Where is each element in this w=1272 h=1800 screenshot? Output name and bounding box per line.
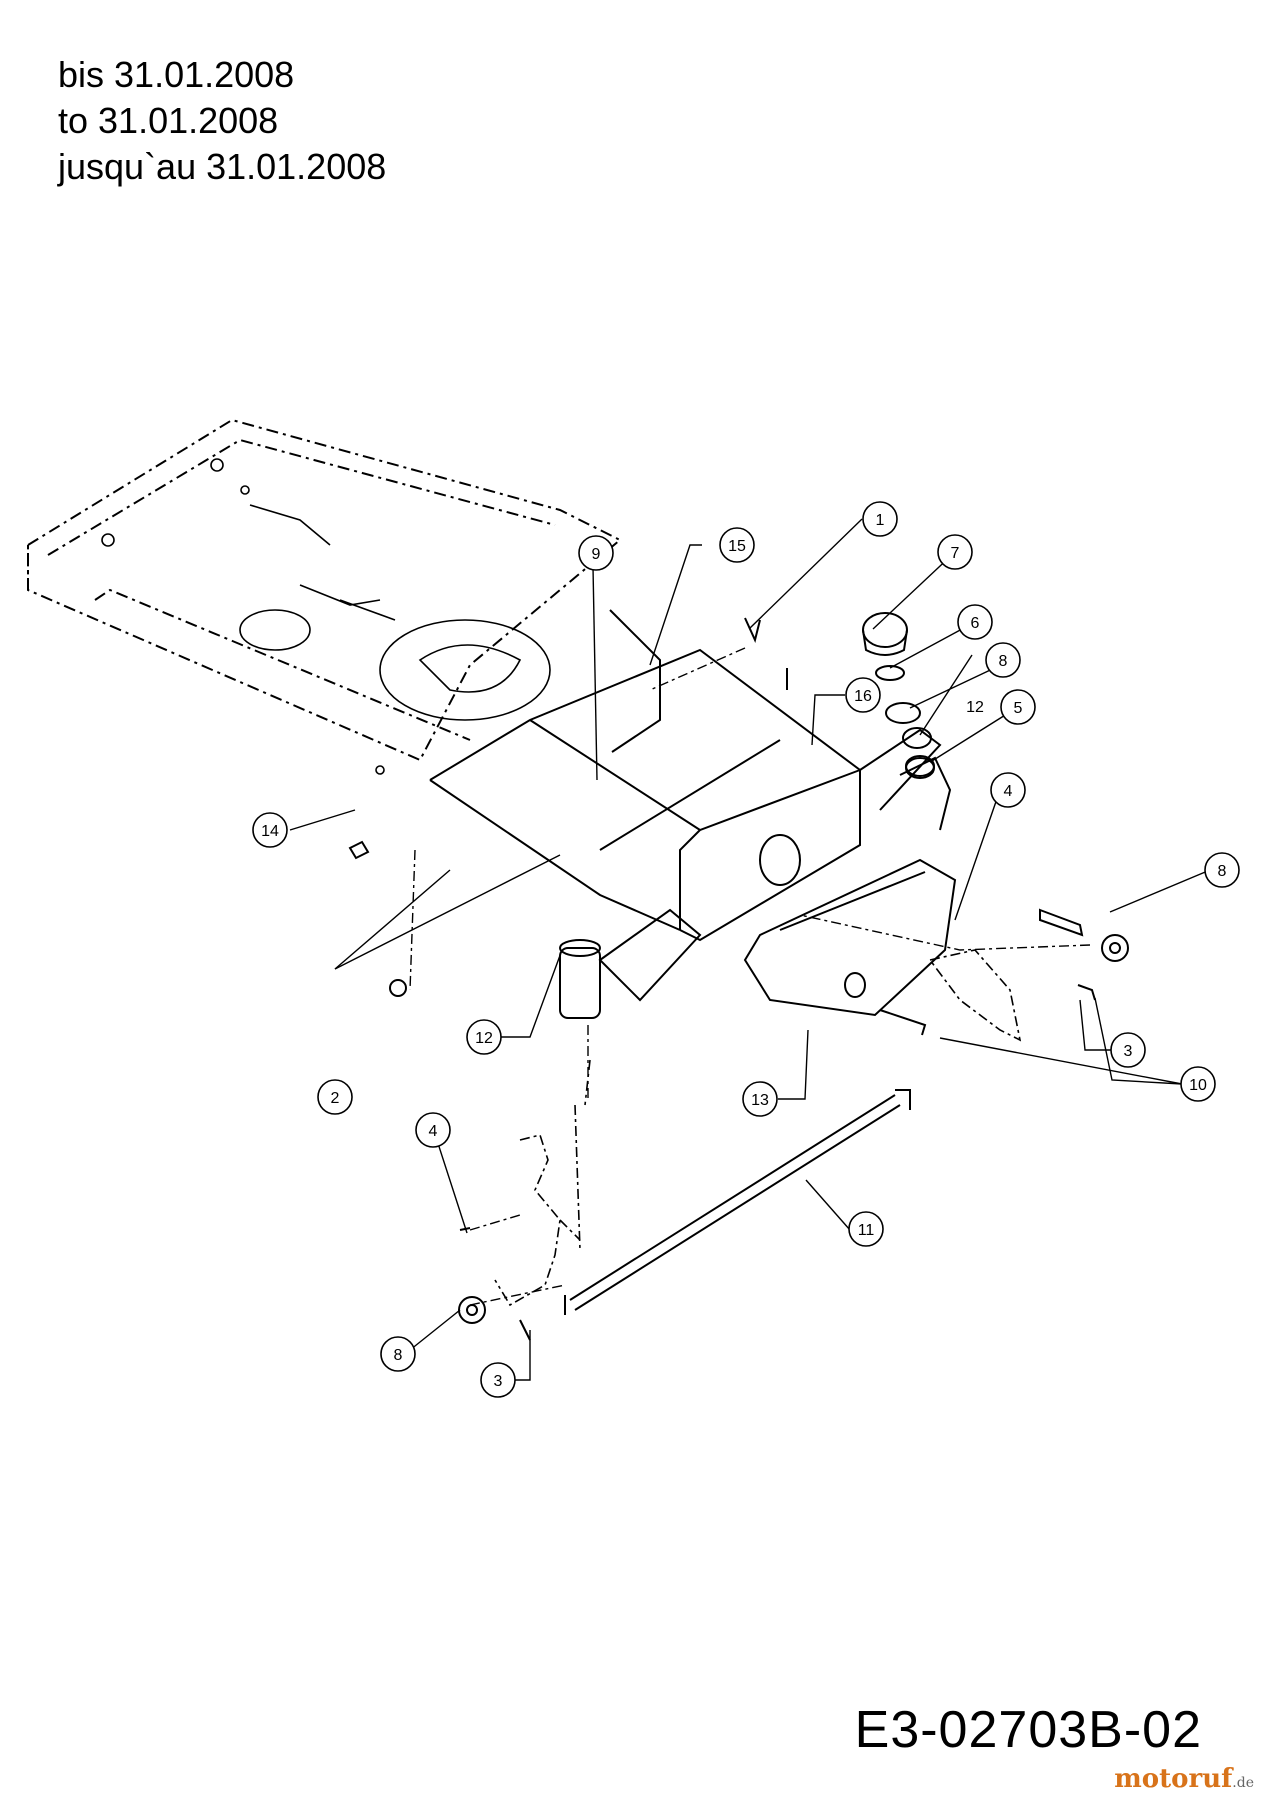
callout-13: 13 [751, 1092, 769, 1109]
callout-3-right: 3 [1124, 1043, 1133, 1060]
callout-15: 15 [728, 538, 746, 555]
leader-lines [289, 518, 1211, 1381]
tie-rod [564, 1089, 911, 1315]
callout-11: 11 [858, 1222, 875, 1239]
callout-9: 9 [592, 546, 601, 563]
callout-10: 10 [1189, 1077, 1207, 1094]
validity-line-en: to 31.01.2008 [58, 100, 279, 141]
callout-5: 5 [1014, 700, 1023, 717]
callout-14: 14 [261, 823, 279, 840]
watermark-logo: motoruf.de [1114, 1764, 1254, 1794]
left-spindle [559, 908, 702, 1019]
chassis-frame [27, 418, 622, 762]
callout-16: 16 [854, 688, 872, 705]
watermark-tld: .de [1232, 1775, 1254, 1791]
validity-line-de: bis 31.01.2008 [58, 54, 295, 95]
callout-7: 7 [951, 545, 960, 562]
lower-spindle-assembly [494, 949, 1022, 1307]
callout-6: 6 [971, 615, 980, 632]
watermark-brand: motoruf [1114, 1764, 1233, 1794]
callout-2: 2 [331, 1090, 340, 1107]
callout-12-left: 12 [475, 1030, 493, 1047]
callout-1: 1 [876, 512, 885, 529]
callout-8-left: 8 [394, 1347, 403, 1364]
callout-8-right: 8 [1218, 863, 1227, 880]
callout-3-left: 3 [494, 1373, 503, 1390]
callout-4-left: 4 [429, 1123, 438, 1140]
validity-line-fr: jusqu`au 31.01.2008 [58, 146, 387, 187]
assembly-lines [409, 647, 1091, 1306]
validity-header: bis 31.01.2008 to 31.01.2008 jusqu`au 31… [58, 52, 386, 190]
callout-bubbles [252, 501, 1240, 1398]
axle-housing [429, 609, 942, 942]
drawing-code: E3-02703B-02 [854, 1701, 1202, 1759]
steering-bracket [743, 858, 957, 1017]
callout-12-right: 12 [966, 699, 984, 716]
callout-8-top: 8 [999, 653, 1008, 670]
callout-4-right: 4 [1004, 783, 1013, 800]
chassis-details [101, 458, 551, 775]
